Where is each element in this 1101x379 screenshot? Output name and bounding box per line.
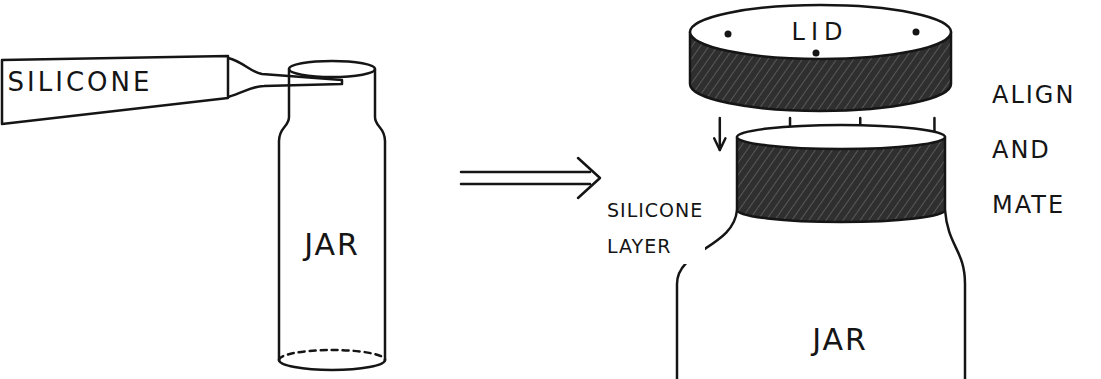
double-arrow-shaft bbox=[461, 172, 590, 184]
arrow-head bbox=[714, 138, 725, 150]
jar-body-outline bbox=[276, 55, 388, 377]
action-note: ALIGN AND MATE bbox=[990, 68, 1077, 233]
jar-base-hidden bbox=[279, 350, 385, 360]
jar-outline bbox=[677, 210, 965, 379]
node-text: SILICONE bbox=[8, 69, 153, 95]
arrow-head bbox=[578, 158, 600, 198]
lid-dot bbox=[725, 31, 732, 38]
lid-dot bbox=[913, 29, 920, 36]
jar-rim bbox=[289, 61, 375, 77]
lid-top bbox=[690, 5, 951, 59]
jar-outline bbox=[279, 69, 385, 360]
jar-rim bbox=[737, 125, 945, 149]
lid-dot bbox=[813, 50, 820, 57]
node-text: LID bbox=[792, 20, 849, 44]
jar-base bbox=[279, 360, 385, 370]
jar-lid: LID bbox=[688, 2, 953, 114]
jar-body: JAR bbox=[276, 55, 388, 377]
node-text: JAR bbox=[812, 325, 868, 355]
tube-outline bbox=[2, 56, 228, 124]
part-label: SILICONE LAYER bbox=[605, 192, 705, 264]
connector-arrow bbox=[461, 158, 600, 198]
jar-body: JAR bbox=[672, 122, 970, 379]
silicone-tube: SILICONE bbox=[0, 52, 235, 137]
jar-lid-outline bbox=[688, 2, 953, 114]
node-text: JAR bbox=[304, 230, 360, 260]
arrow-shaft bbox=[719, 118, 722, 150]
